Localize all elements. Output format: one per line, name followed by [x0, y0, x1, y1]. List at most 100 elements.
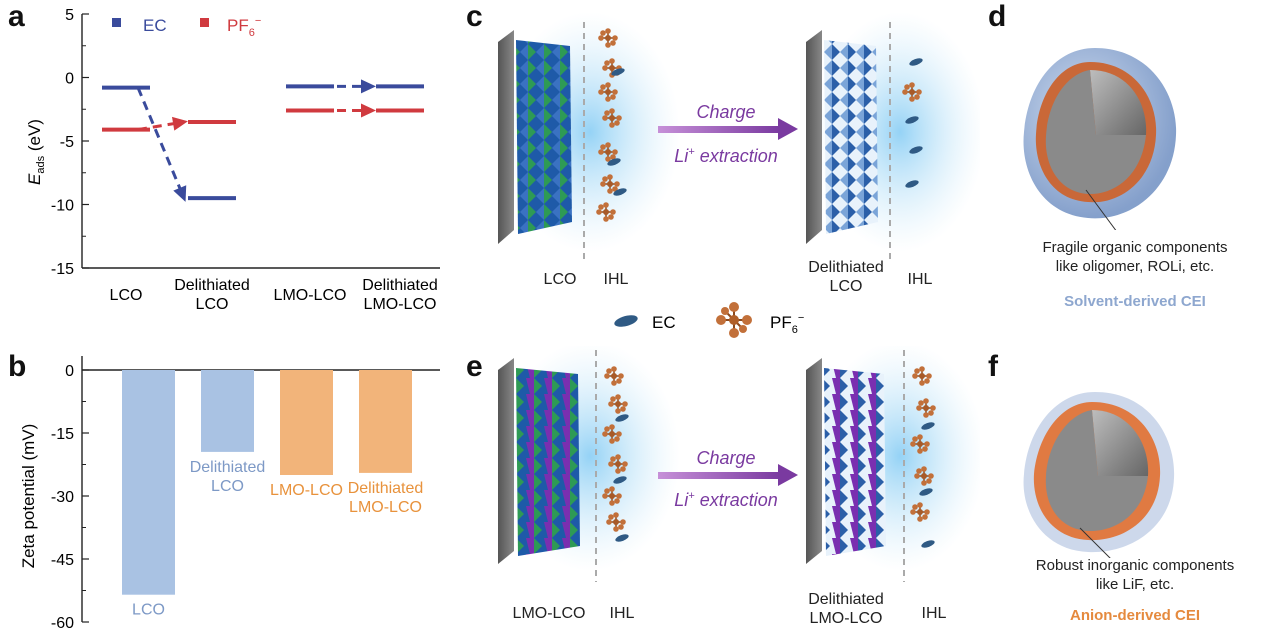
y-axis-label: Eads (eV)	[25, 119, 47, 185]
y-tick-label: 5	[65, 7, 74, 24]
charge-diagram-lmo-lco: Charge Li+ extraction	[498, 346, 980, 582]
current-collector-plate	[498, 358, 514, 564]
pf6-molecule-icon	[602, 108, 622, 128]
pf6-molecule-icon	[602, 486, 622, 506]
arrow-head	[361, 79, 376, 94]
label-ihl-right: IHL	[921, 605, 947, 622]
panel-label-c: c	[466, 0, 483, 33]
arrow-label-extraction: Li+ extraction	[674, 146, 778, 166]
pf6-molecule-icon	[598, 82, 618, 102]
ec-molecule-icon	[614, 315, 638, 327]
label-lco: LCO	[543, 271, 577, 288]
pf6-molecule-icon	[716, 302, 752, 338]
pf6-molecule-icon	[598, 28, 618, 48]
ion-cluster	[902, 58, 923, 188]
arrow-label-charge: Charge	[696, 102, 755, 122]
panel-label-b: b	[8, 350, 27, 383]
charge-diagram-lco: Charge Li+ extraction	[498, 12, 980, 262]
solvent-cei-particle	[1023, 48, 1177, 230]
y-tick-label: -15	[51, 261, 74, 278]
pf6-molecule-icon	[902, 82, 922, 102]
ec-molecule-icon	[607, 158, 621, 166]
arrow-label-extraction: Li+ extraction	[674, 490, 778, 510]
transition-arrow	[136, 87, 186, 199]
ec-molecule-icon	[615, 534, 629, 542]
y-tick-label: -5	[60, 134, 74, 151]
arrow-label-charge: Charge	[696, 448, 755, 468]
legend-pf6: PF6−	[227, 15, 261, 39]
current-collector-plate	[498, 30, 514, 244]
ec-molecule-icon	[905, 180, 919, 188]
bar	[122, 370, 175, 595]
pf6-molecule-icon	[608, 454, 628, 474]
ec-molecule-icon	[615, 414, 629, 422]
bar-category-label: LMO-LCO	[270, 482, 343, 499]
y-tick-label: -45	[51, 552, 74, 569]
x-tick-label: LCO	[110, 287, 143, 304]
lco-lattice	[516, 40, 572, 234]
charge-arrow	[658, 126, 780, 133]
ec-molecule-icon	[919, 488, 933, 496]
pf6-molecule-icon	[608, 394, 628, 414]
y-tick-label: 0	[65, 71, 74, 88]
bar	[280, 370, 333, 475]
bar-category-label: LCO	[132, 602, 165, 619]
pf6-molecule-icon	[916, 398, 936, 418]
pf6-molecule-icon	[604, 366, 624, 386]
ec-molecule-icon	[909, 58, 923, 66]
arrow-head	[361, 103, 376, 118]
ec-molecule-icon	[613, 188, 627, 196]
y-tick-label: -10	[51, 198, 74, 215]
particle-core	[1092, 410, 1149, 476]
panel-f-caption: Anion-derived CEI	[1069, 607, 1200, 624]
pf6-molecule-icon	[912, 366, 932, 386]
arrow-head	[173, 185, 187, 202]
ion-cluster	[596, 28, 627, 222]
arrow-head	[172, 116, 188, 131]
panel-label-e: e	[466, 350, 483, 383]
label-ihl: IHL	[603, 271, 629, 288]
pf6-molecule-icon	[910, 434, 930, 454]
pf6-molecule-icon	[596, 202, 616, 222]
legend-swatch-ec	[112, 18, 121, 27]
panel-label-f: f	[988, 350, 998, 383]
delithiated-lco-lattice	[824, 40, 878, 234]
panel-label-d: d	[988, 0, 1007, 33]
bar	[359, 370, 412, 473]
y-tick-label: -30	[51, 489, 74, 506]
current-collector-plate	[806, 30, 822, 244]
label-lmo-lco: LMO-LCO	[512, 605, 586, 622]
pf6-molecule-icon	[606, 512, 626, 532]
particle-core	[1090, 70, 1147, 135]
ec-molecule-icon	[921, 422, 935, 430]
x-tick-label: LMO-LCO	[274, 287, 347, 304]
charge-arrow	[658, 472, 780, 479]
y-axis-label: Zeta potential (mV)	[19, 424, 38, 569]
panel-label-a: a	[8, 0, 25, 33]
label-ihl: IHL	[609, 605, 635, 622]
pf6-molecule-icon	[910, 502, 930, 522]
svg-text:PF6−: PF6−	[770, 312, 804, 336]
pf6-molecule-icon	[602, 424, 622, 444]
y-tick-label: -60	[51, 615, 74, 628]
panel-d-caption: Solvent-derived CEI	[1064, 293, 1206, 310]
legend-swatch-pf6	[200, 18, 209, 27]
pf6-molecule-icon	[914, 466, 934, 486]
ec-molecule-icon	[921, 540, 935, 548]
pf6-molecule-icon	[598, 142, 618, 162]
ec-molecule-icon	[611, 68, 625, 76]
label-ihl-right: IHL	[907, 271, 933, 288]
ion-cluster	[910, 366, 936, 548]
bar	[201, 370, 254, 452]
ion-cluster	[602, 366, 629, 542]
delithiated-lmo-lco-lattice	[824, 368, 886, 556]
species-legend: EC PF6−	[614, 302, 804, 338]
